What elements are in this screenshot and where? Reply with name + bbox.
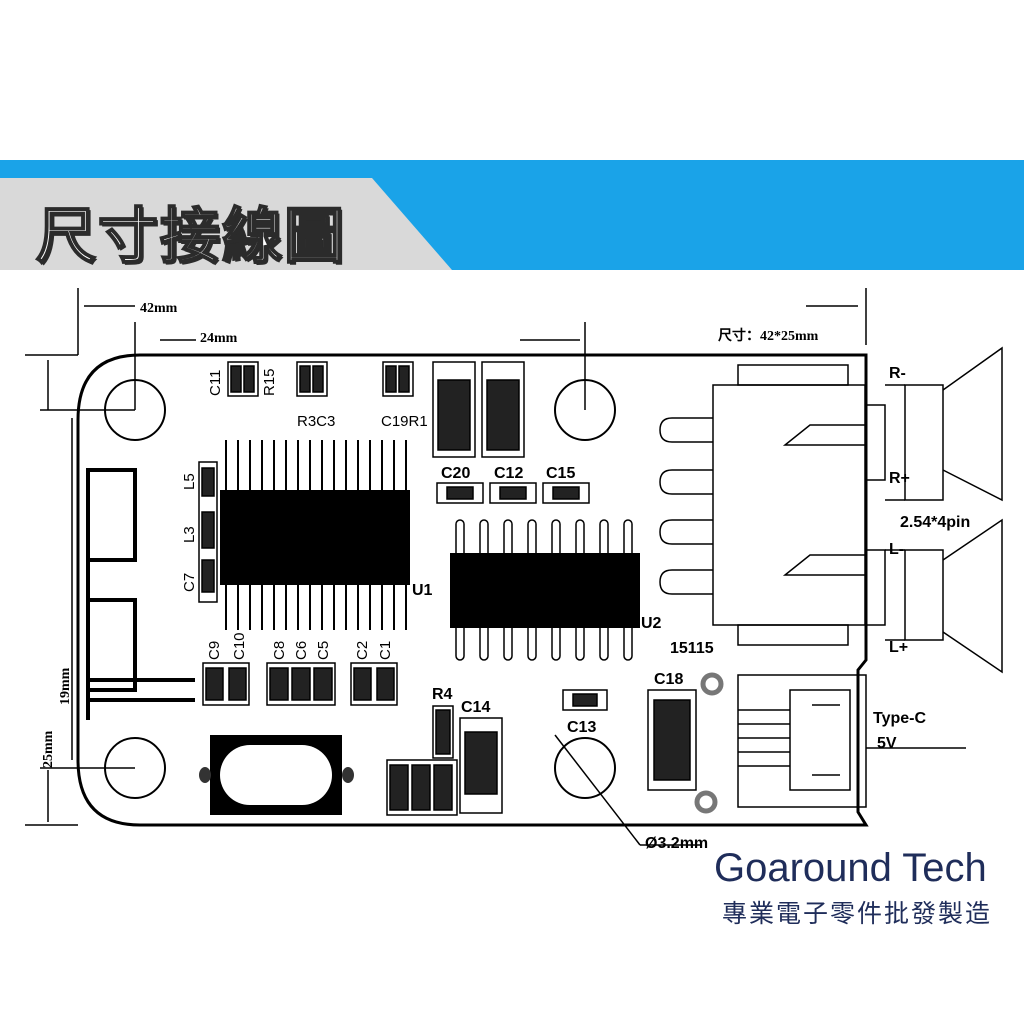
hole-diameter-leader xyxy=(554,734,641,846)
brand-name: Goaround Tech xyxy=(714,846,987,890)
audio-connector xyxy=(659,364,866,646)
label-c19r1: C19R1 xyxy=(381,413,428,430)
mounting-hole-bottom-right xyxy=(554,737,616,799)
type-c-port xyxy=(737,674,966,808)
label-c11: C11 xyxy=(207,370,224,396)
antenna-trace xyxy=(86,468,137,720)
label-width-total: 42mm xyxy=(140,301,178,316)
u1-body xyxy=(220,490,410,585)
label-c6: C6 xyxy=(293,641,310,660)
label-c5: C5 xyxy=(315,641,332,660)
mounting-hole-bottom-left xyxy=(104,737,166,799)
label-c15: C15 xyxy=(546,465,575,482)
u2-chip xyxy=(450,519,640,661)
label-l3: L3 xyxy=(181,526,198,543)
speaker-left-magnet xyxy=(904,549,944,641)
u1-pins xyxy=(225,440,407,630)
label-c7: C7 xyxy=(181,573,198,592)
label-c18: C18 xyxy=(654,671,683,688)
speaker-left xyxy=(866,518,1003,674)
label-c10: C10 xyxy=(231,632,248,660)
test-pad-bottom xyxy=(694,790,718,814)
mounting-hole-top-right xyxy=(554,379,616,441)
header-title-bar xyxy=(0,178,452,270)
label-c1: C1 xyxy=(377,641,394,660)
label-c20: C20 xyxy=(441,465,470,482)
board-outline xyxy=(76,353,869,827)
label-u2: U2 xyxy=(641,615,662,632)
label-r-minus: R- xyxy=(889,365,906,382)
label-c9: C9 xyxy=(206,641,223,660)
brand-tagline: 專業電子零件批發製造 xyxy=(722,899,993,928)
label-r4: R4 xyxy=(432,686,453,703)
header-banner xyxy=(0,160,1024,270)
label-usb-type: Type-C xyxy=(873,710,926,727)
test-pad-top xyxy=(700,672,724,696)
label-l5: L5 xyxy=(181,473,198,490)
label-r-plus: R+ xyxy=(889,470,910,487)
label-c13: C13 xyxy=(567,719,596,736)
label-size-note: 尺寸：42*25mm xyxy=(718,327,819,344)
label-pin-note: 2.54*4pin xyxy=(900,514,970,531)
page-title: 尺寸接線圖 xyxy=(35,201,346,273)
label-c12: C12 xyxy=(494,465,523,482)
label-l-plus: L+ xyxy=(889,639,908,656)
label-r15: R15 xyxy=(261,368,278,396)
label-hole-spacing: 24mm xyxy=(200,331,238,346)
label-usb-voltage: 5V xyxy=(877,735,897,752)
label-c14: C14 xyxy=(461,699,490,716)
label-height-total: 25mm xyxy=(41,730,56,768)
label-c2: C2 xyxy=(354,641,371,660)
label-hole-diameter: Ø3.2mm xyxy=(645,835,708,852)
crystal-oscillator xyxy=(199,735,354,815)
mounting-hole-top-left xyxy=(104,379,166,441)
smd-components xyxy=(198,361,697,816)
label-r3c3: R3C3 xyxy=(297,413,335,430)
u2-body xyxy=(450,553,640,628)
label-chip-code: 15115 xyxy=(670,640,714,657)
label-u1: U1 xyxy=(412,582,433,599)
speaker-right-magnet xyxy=(904,384,944,501)
label-c8: C8 xyxy=(271,641,288,660)
u1-chip xyxy=(220,440,410,630)
speaker-right xyxy=(866,346,1003,502)
label-height-inner: 19mm xyxy=(58,667,73,705)
label-l-minus: L- xyxy=(889,541,904,558)
